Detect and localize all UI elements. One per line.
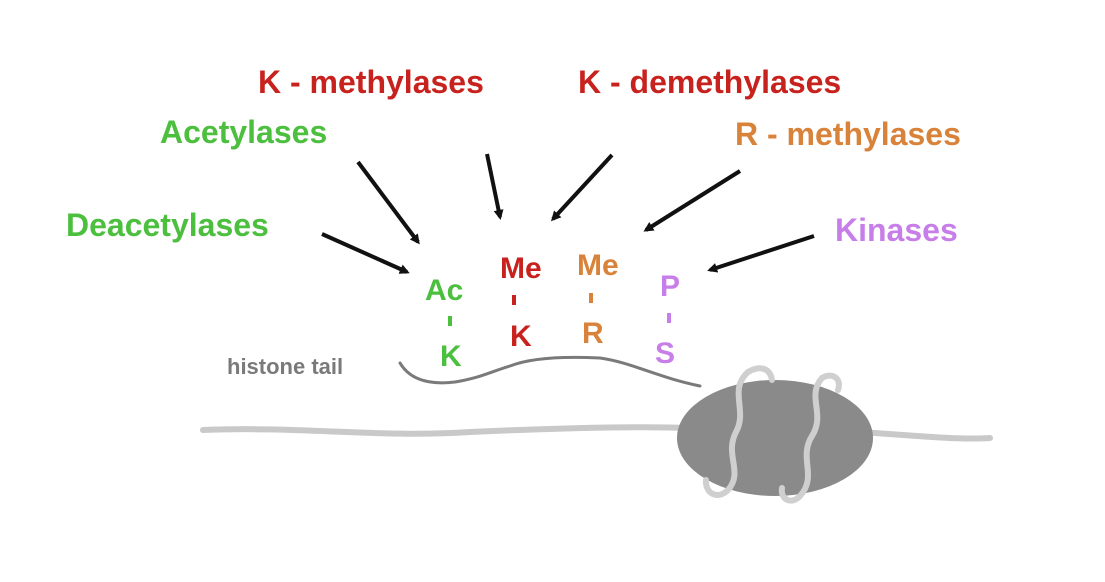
arrow-icon [321, 153, 815, 274]
acetyl-lysine-mark: Ac K [425, 274, 463, 373]
arrow-acetylases [356, 160, 420, 245]
arginine-methyl-mark: Me [577, 249, 619, 282]
deacetylases-label: Deacetylases [66, 207, 269, 243]
r-methylases-label: R - methylases [735, 116, 961, 152]
phospho-serine-mark: P S [655, 270, 680, 370]
arrow-r-methylases [643, 169, 742, 232]
lysine-methyl-residue: K [510, 320, 532, 353]
arrow-kinases [707, 234, 815, 273]
arrow-deacetylases [321, 232, 410, 274]
histone-tail-line [398, 355, 702, 388]
kinases-label: Kinases [835, 212, 958, 248]
arginine-methyl-residue: R [582, 317, 604, 350]
acetyl-mark: Ac [425, 274, 463, 307]
phospho-mark: P [660, 270, 680, 303]
arrow-k-demethylases [550, 153, 614, 222]
phospho-residue: S [655, 337, 675, 370]
k-methylases-label: K - methylases [258, 64, 484, 100]
methyl-arginine-mark: Me R [577, 249, 619, 350]
dna-strand [200, 424, 993, 442]
methyl-lysine-mark: Me K [500, 252, 542, 353]
nucleosome-icon [677, 365, 873, 504]
k-demethylases-label: K - demethylases [578, 64, 841, 100]
histone-tail-label: histone tail [227, 354, 343, 379]
lysine-methyl-mark: Me [500, 252, 542, 285]
acetylases-label: Acetylases [160, 114, 327, 150]
arrow-k-methylases [485, 153, 504, 220]
acetyl-residue: K [440, 340, 462, 373]
